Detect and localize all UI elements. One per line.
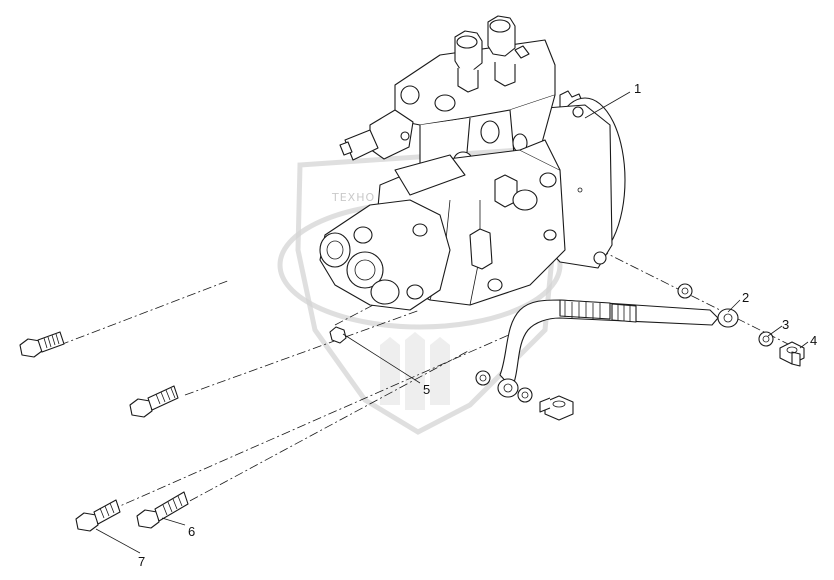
banjo-eye-lower [497, 378, 519, 398]
banjo-bolts[interactable] [539, 341, 805, 421]
mounting-bolts[interactable] [19, 331, 189, 532]
bolt-left-upper [19, 331, 65, 358]
pressure-sensor [339, 109, 414, 161]
leader-lines [95, 91, 809, 554]
bolt-left-middle [129, 385, 179, 418]
callout-6: 6 [188, 524, 195, 539]
callout-7: 7 [138, 554, 145, 569]
assembly-axis-lines [59, 249, 801, 518]
outlet-fittings [454, 15, 530, 93]
feed-pump-housing [319, 199, 451, 311]
fuel-pump-assembly[interactable] [319, 15, 626, 311]
callout-labels: 1 2 3 4 5 6 7 [138, 81, 817, 569]
seal-washers[interactable] [475, 283, 774, 403]
callout-2: 2 [742, 290, 749, 305]
callout-4: 4 [810, 333, 817, 348]
callout-1: 1 [634, 81, 641, 96]
plug-screw[interactable] [329, 326, 347, 344]
bolt-item-6 [136, 491, 189, 529]
callout-5: 5 [423, 382, 430, 397]
bolt-item-7 [75, 499, 121, 532]
callout-3: 3 [782, 317, 789, 332]
fuel-line-hose[interactable] [497, 299, 739, 398]
banjo-eye-upper [717, 308, 739, 328]
